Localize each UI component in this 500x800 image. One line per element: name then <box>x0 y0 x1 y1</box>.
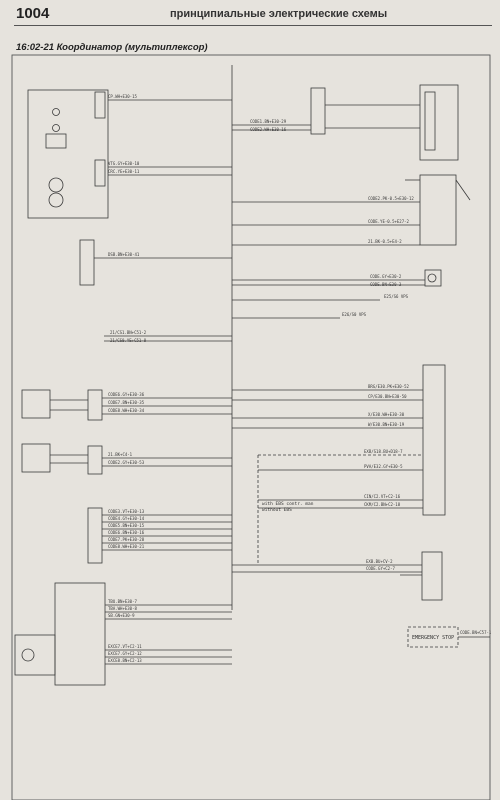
svg-text:EXB/S18.BU+D18-7: EXB/S18.BU+D18-7 <box>364 449 403 454</box>
svg-text:CODE.BN+C57-1: CODE.BN+C57-1 <box>460 630 492 635</box>
svg-text:CODE2.GY+E30-53: CODE2.GY+E30-53 <box>108 460 145 465</box>
svg-text:CODE6.GY+E30-36: CODE6.GY+E30-36 <box>108 392 145 397</box>
label-without-ebs: without EBS <box>262 507 292 513</box>
svg-text:DSB.BN+E30-41: DSB.BN+E30-41 <box>108 252 140 257</box>
svg-text:W/E30.BN+E30-19: W/E30.BN+E30-19 <box>368 422 405 427</box>
svg-text:E26/S0 VPS: E26/S0 VPS <box>342 312 367 317</box>
svg-text:21.BK+C4-1: 21.BK+C4-1 <box>108 452 133 457</box>
svg-text:CODE.YE-0.5+E27-2: CODE.YE-0.5+E27-2 <box>368 219 410 224</box>
svg-text:TBA.WH+E30-8: TBA.WH+E30-8 <box>108 606 137 611</box>
svg-text:CODE1.BN+E30-29: CODE1.BN+E30-29 <box>250 119 287 124</box>
header-rule <box>14 25 492 26</box>
page-number: 1004 <box>16 5 50 22</box>
svg-text:EXCE7.GY+C2-12: EXCE7.GY+C2-12 <box>108 651 142 656</box>
connector-c <box>87 507 103 564</box>
svg-text:TBU.BN+E30-7: TBU.BN+E30-7 <box>108 599 137 604</box>
svg-text:CODE.GY+C2-7: CODE.GY+C2-7 <box>366 566 395 571</box>
diagram-caption: 16:02-21 Координатор (мультиплексор) <box>16 42 208 53</box>
lower-left-component <box>14 634 56 676</box>
svg-text:CODE3.VT+E30-13: CODE3.VT+E30-13 <box>108 509 145 514</box>
svg-text:CODE8.WH+E30-21: CODE8.WH+E30-21 <box>108 544 145 549</box>
svg-text:CODE.GY+E30-2: CODE.GY+E30-2 <box>370 274 402 279</box>
svg-text:CIN/C2.VT+C2-16: CIN/C2.VT+C2-16 <box>364 494 401 499</box>
svg-text:CODE5.BN+E30-15: CODE5.BN+E30-15 <box>108 523 145 528</box>
connector-large <box>422 364 446 516</box>
connector-a <box>87 389 103 421</box>
sensor-round <box>427 273 437 283</box>
svg-text:CODE4.GY+E30-14: CODE4.GY+E30-14 <box>108 516 145 521</box>
svg-text:EXCE7.VT+C2-11: EXCE7.VT+C2-11 <box>108 644 142 649</box>
svg-text:CKM/C2.BN+C2-18: CKM/C2.BN+C2-18 <box>364 502 401 507</box>
svg-text:SB.GN+E30-9: SB.GN+E30-9 <box>108 613 135 618</box>
instrument-module <box>27 89 109 219</box>
switch-pack <box>419 84 459 161</box>
svg-text:CODE8.WH+E30-34: CODE8.WH+E30-34 <box>108 408 145 413</box>
connector-x2 <box>79 239 95 286</box>
page-header: 1004 принципиальные электрические схемы <box>0 0 500 26</box>
svg-text:CP.WH+E30-15: CP.WH+E30-15 <box>108 94 137 99</box>
svg-text:CODE2.PK-0.5+E30-12: CODE2.PK-0.5+E30-12 <box>368 196 414 201</box>
svg-text:PVA/E32.GY+E30-5: PVA/E32.GY+E30-5 <box>364 464 403 469</box>
svg-text:CODE7.BN+E30-35: CODE7.BN+E30-35 <box>108 400 145 405</box>
svg-text:CP/E30.BN+E30-50: CP/E30.BN+E30-50 <box>368 394 407 399</box>
connector-b <box>87 445 103 475</box>
svg-text:21.BK-0.5+E4-2: 21.BK-0.5+E4-2 <box>368 239 402 244</box>
svg-text:CODE6.BN+E30-16: CODE6.BN+E30-16 <box>108 530 145 535</box>
component-b <box>21 443 51 473</box>
relay-block <box>419 174 457 246</box>
connector-lower-right <box>421 551 443 601</box>
svg-text:21/CS0.YE+C51-8: 21/CS0.YE+C51-8 <box>110 338 147 343</box>
diagram-frame <box>11 54 491 800</box>
svg-text:VTG.GY+E30-10: VTG.GY+E30-10 <box>108 161 140 166</box>
label-emergency-stop: EMERGENCY STOP <box>412 635 454 641</box>
svg-text:CODE2.WH+E30-16: CODE2.WH+E30-16 <box>250 127 287 132</box>
connector-j1 <box>310 87 326 135</box>
svg-text:21/CS1.BN+C51-2: 21/CS1.BN+C51-2 <box>110 330 147 335</box>
svg-text:BRG/E30.PK+E30-52: BRG/E30.PK+E30-52 <box>368 384 410 389</box>
svg-text:EXB.BU+CV-2: EXB.BU+CV-2 <box>366 559 393 564</box>
svg-text:EXCE8.BN+C2-13: EXCE8.BN+C2-13 <box>108 658 142 663</box>
svg-text:CRC.YE+E30-11: CRC.YE+E30-11 <box>108 169 140 174</box>
component-a <box>21 389 51 419</box>
svg-text:E25/S6 VPS: E25/S6 VPS <box>384 294 409 299</box>
section-title: принципиальные электрические схемы <box>170 8 388 20</box>
label-with-ebs: with EBS contr. man <box>262 501 314 507</box>
svg-text:X/E30.WH+E30-30: X/E30.WH+E30-30 <box>368 412 405 417</box>
lower-left-module <box>54 582 106 686</box>
svg-text:CODE7.PK+E30-28: CODE7.PK+E30-28 <box>108 537 145 542</box>
svg-text:CODE.BN+E30-3: CODE.BN+E30-3 <box>370 282 402 287</box>
